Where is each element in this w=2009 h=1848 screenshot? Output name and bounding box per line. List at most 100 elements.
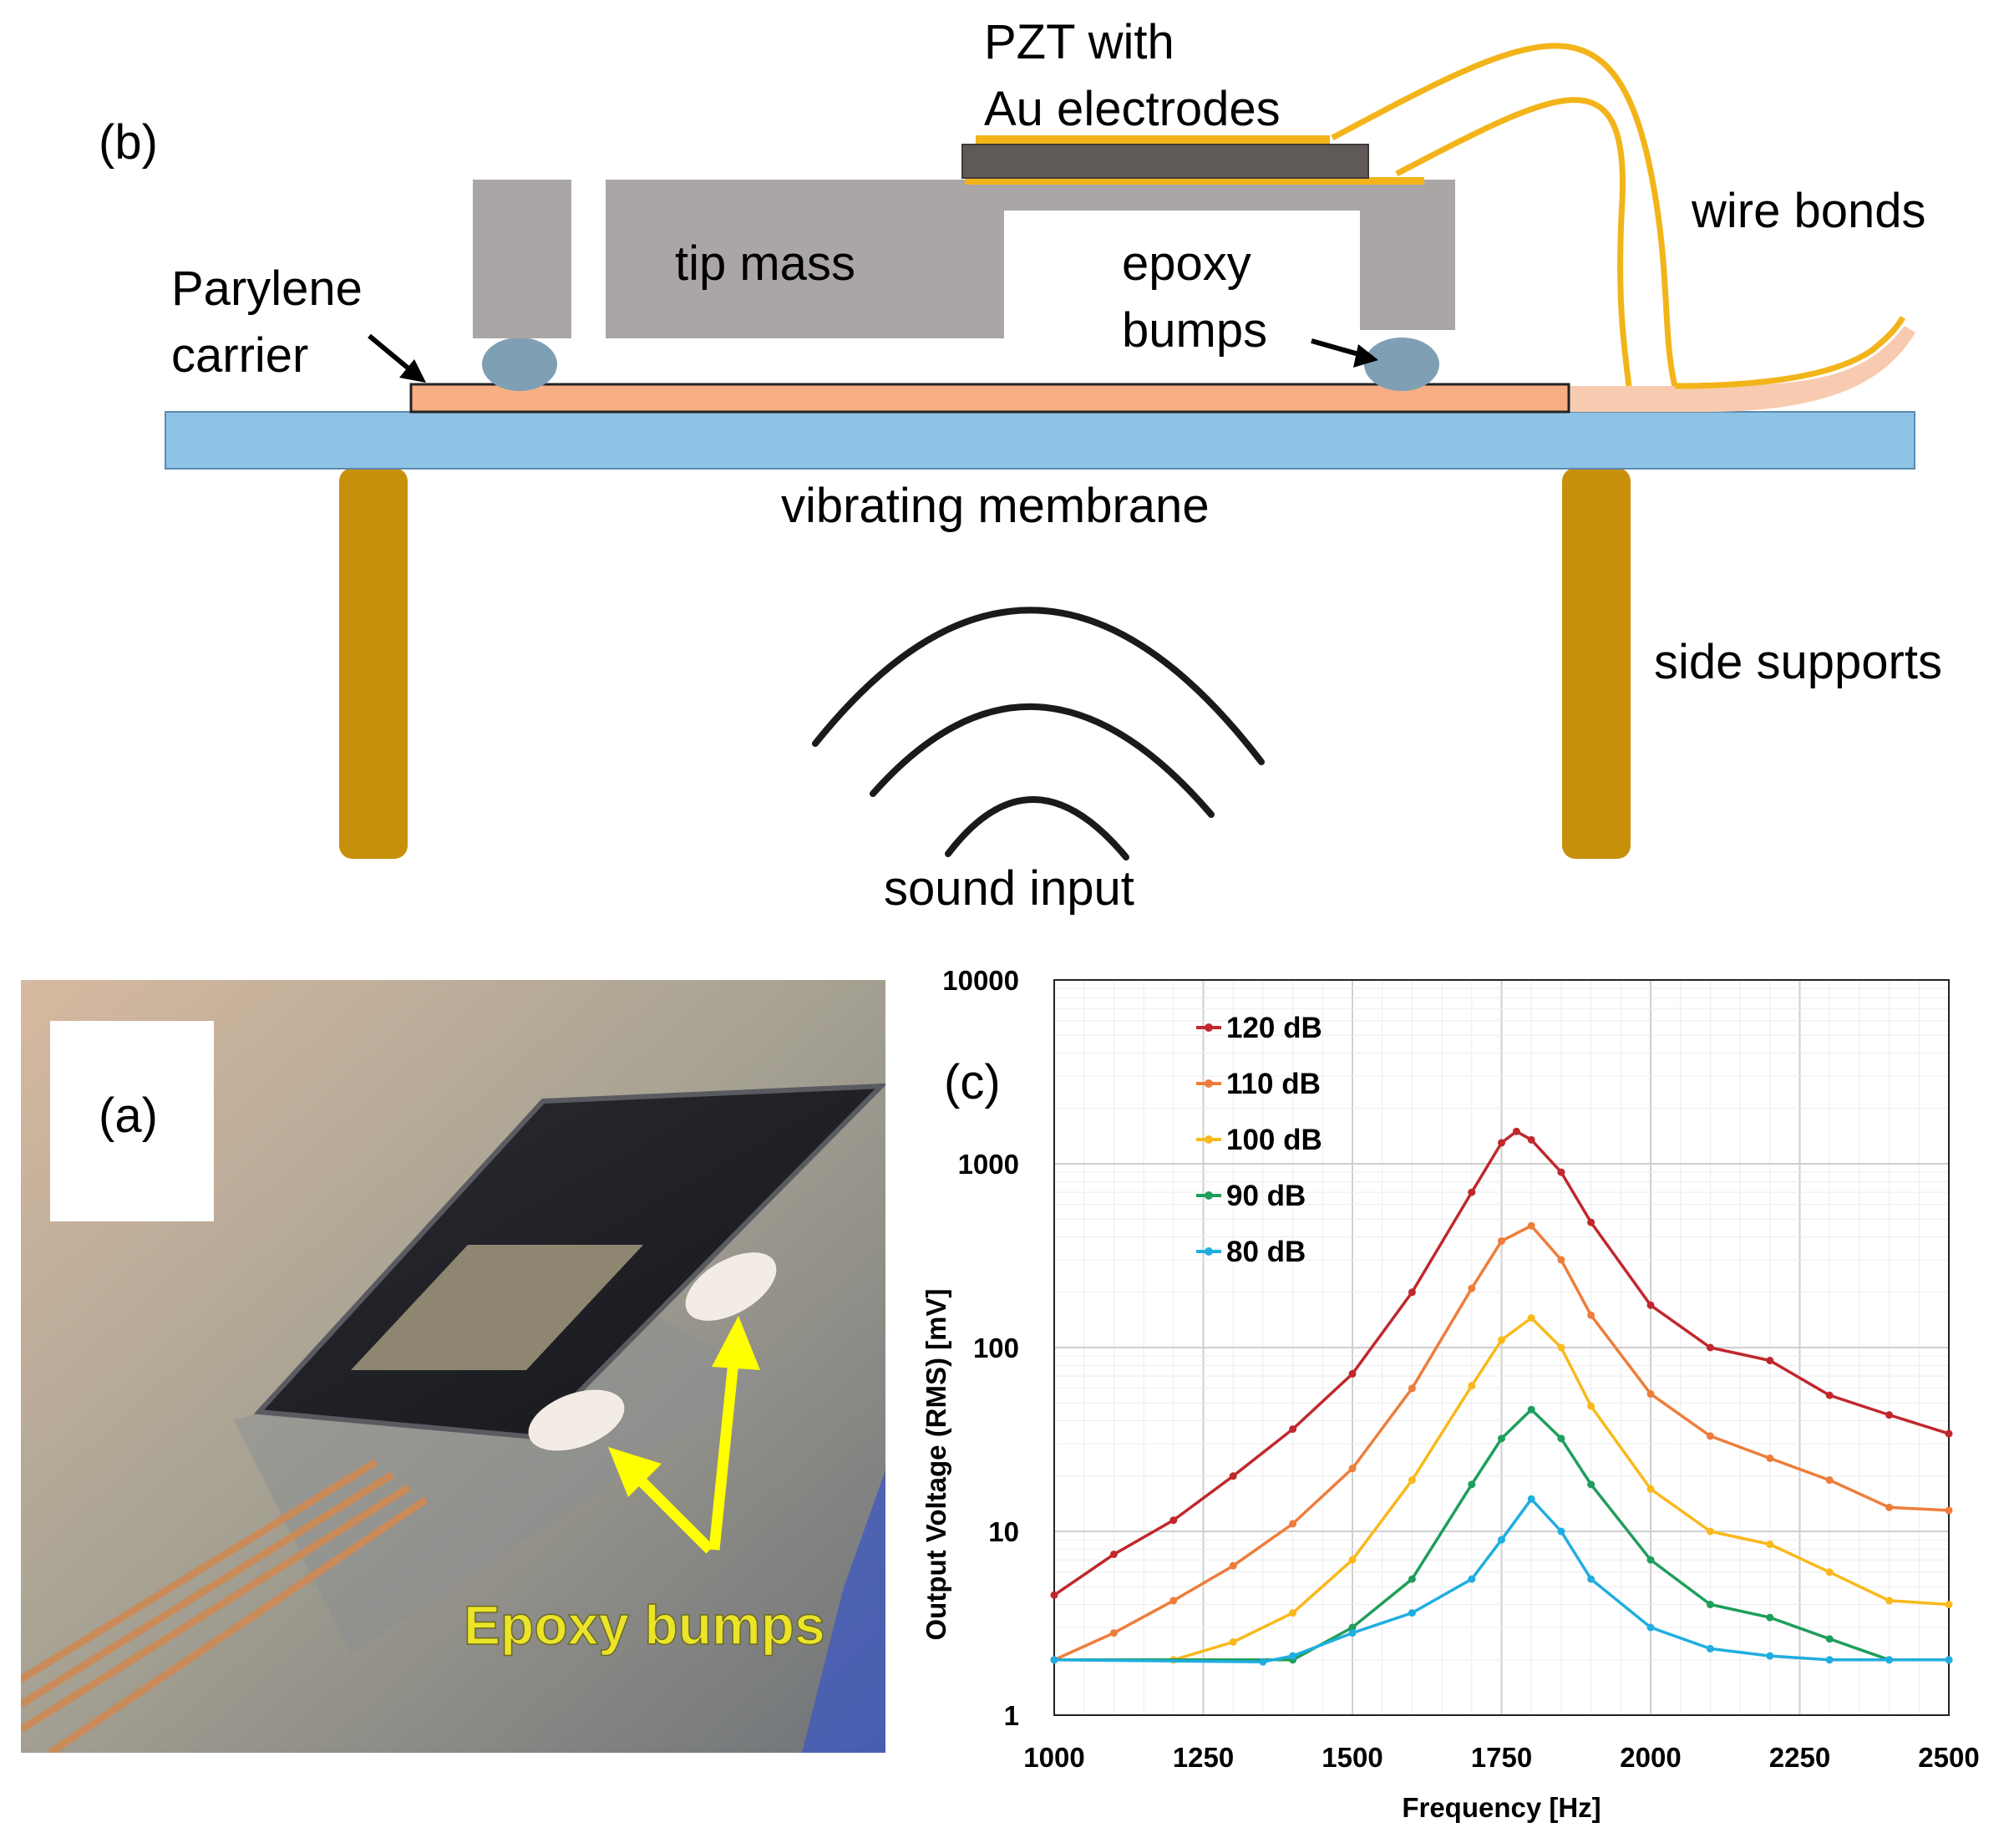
parylene-carrier bbox=[409, 383, 1570, 414]
top-electrode bbox=[976, 135, 1330, 144]
panel-a-letter: (a) bbox=[99, 1089, 158, 1143]
data-point bbox=[1557, 1434, 1565, 1443]
epoxy-bump-arrows bbox=[608, 1316, 760, 1554]
legend-marker bbox=[1205, 1191, 1213, 1200]
data-point bbox=[1050, 1591, 1058, 1599]
series-110-dB bbox=[1050, 1221, 1953, 1664]
right-side-support bbox=[1562, 468, 1631, 859]
right-epoxy-bump bbox=[1364, 338, 1439, 391]
panel-b-letter: (b) bbox=[99, 115, 158, 170]
x-tick-label: 1000 bbox=[1023, 1742, 1084, 1773]
y-tick-label: 100 bbox=[973, 1333, 1019, 1363]
y-tick-label: 10000 bbox=[942, 965, 1019, 996]
legend-marker bbox=[1205, 1135, 1213, 1144]
data-point bbox=[1766, 1357, 1774, 1365]
data-point bbox=[1557, 1256, 1565, 1264]
data-point bbox=[1527, 1135, 1535, 1144]
data-point bbox=[1766, 1541, 1774, 1549]
data-point bbox=[1109, 1550, 1118, 1558]
data-point bbox=[1348, 1556, 1357, 1564]
x-axis-label: Frequency [Hz] bbox=[1402, 1792, 1601, 1823]
data-point bbox=[1348, 1465, 1357, 1473]
parylene-label-line2: carrier bbox=[171, 328, 308, 383]
data-point bbox=[1498, 1139, 1505, 1147]
data-point bbox=[1706, 1601, 1714, 1609]
vibrating-membrane bbox=[165, 411, 1915, 470]
data-point bbox=[1825, 1568, 1834, 1576]
data-point bbox=[1408, 1384, 1416, 1393]
data-point bbox=[1885, 1597, 1894, 1605]
data-point bbox=[1646, 1389, 1655, 1398]
data-point bbox=[1527, 1221, 1535, 1230]
series-line bbox=[1053, 1497, 1949, 1663]
data-point bbox=[1945, 1506, 1953, 1515]
data-point bbox=[1229, 1637, 1237, 1646]
data-point bbox=[1945, 1656, 1953, 1664]
electrode-pad bbox=[351, 1245, 643, 1370]
data-point bbox=[1706, 1644, 1714, 1653]
data-point bbox=[1348, 1623, 1357, 1632]
x-tick-label: 2000 bbox=[1620, 1742, 1681, 1773]
data-point bbox=[1289, 1609, 1297, 1617]
data-point bbox=[1498, 1336, 1505, 1344]
series-120-dB bbox=[1050, 1127, 1953, 1599]
x-tick-label: 1750 bbox=[1471, 1742, 1532, 1773]
data-point bbox=[1825, 1476, 1834, 1485]
data-point bbox=[1527, 1405, 1535, 1414]
series-line bbox=[1053, 1224, 1950, 1662]
x-tick-label: 2500 bbox=[1918, 1742, 1979, 1773]
data-point bbox=[1825, 1635, 1834, 1643]
legend-marker bbox=[1205, 1023, 1213, 1032]
data-point bbox=[1766, 1613, 1774, 1622]
data-point bbox=[1557, 1343, 1565, 1352]
left-support-block bbox=[473, 180, 571, 338]
data-point bbox=[1825, 1391, 1834, 1399]
data-point bbox=[1706, 1432, 1714, 1440]
data-point bbox=[1289, 1520, 1297, 1528]
data-point bbox=[1050, 1656, 1058, 1664]
data-point bbox=[1527, 1495, 1535, 1503]
x-tick-label: 1250 bbox=[1173, 1742, 1234, 1773]
bottom-electrode bbox=[965, 177, 1424, 185]
panel-b-diagram: (b) PZT with Au electrodes wire bonds ti bbox=[99, 15, 1942, 916]
data-point bbox=[1945, 1429, 1953, 1438]
x-tick-label: 1500 bbox=[1322, 1742, 1382, 1773]
data-point bbox=[1557, 1168, 1565, 1176]
panel-c-letter: (c) bbox=[944, 1055, 1001, 1109]
photo-epoxy-bump-left bbox=[528, 1389, 625, 1451]
data-point bbox=[1109, 1629, 1118, 1637]
data-point bbox=[1468, 1575, 1476, 1583]
data-point bbox=[1766, 1652, 1774, 1660]
y-tick-label: 1 bbox=[1004, 1700, 1019, 1731]
data-point bbox=[1885, 1411, 1894, 1419]
panel-a-label-box bbox=[50, 1021, 214, 1221]
y-tick-label: 10 bbox=[988, 1516, 1019, 1547]
data-point bbox=[1587, 1218, 1596, 1226]
epoxy-arrow bbox=[1311, 338, 1378, 368]
data-point bbox=[1706, 1343, 1714, 1352]
data-point bbox=[1498, 1236, 1505, 1245]
sound-waves-icon bbox=[812, 607, 1265, 861]
chart-grid bbox=[1053, 979, 1950, 1716]
data-point bbox=[1885, 1656, 1894, 1664]
legend-marker bbox=[1205, 1247, 1213, 1256]
data-point bbox=[1498, 1536, 1505, 1544]
membrane-label: vibrating membrane bbox=[781, 479, 1210, 533]
epoxy-label-line1: epoxy bbox=[1122, 236, 1251, 291]
data-point bbox=[1169, 1597, 1178, 1605]
data-point bbox=[1169, 1516, 1178, 1525]
left-epoxy-bump bbox=[482, 338, 557, 391]
tip-mass-label: tip mass bbox=[675, 236, 855, 291]
data-point bbox=[1557, 1527, 1565, 1536]
data-point bbox=[1646, 1623, 1655, 1632]
data-point bbox=[1468, 1480, 1476, 1489]
legend-label: 80 dB bbox=[1226, 1236, 1306, 1268]
copper-traces bbox=[21, 1459, 429, 1753]
data-point bbox=[1512, 1127, 1520, 1135]
legend-label: 120 dB bbox=[1226, 1012, 1322, 1044]
data-point bbox=[1289, 1652, 1297, 1660]
y-tick-label: 1000 bbox=[958, 1149, 1019, 1180]
data-point bbox=[1408, 1575, 1416, 1583]
